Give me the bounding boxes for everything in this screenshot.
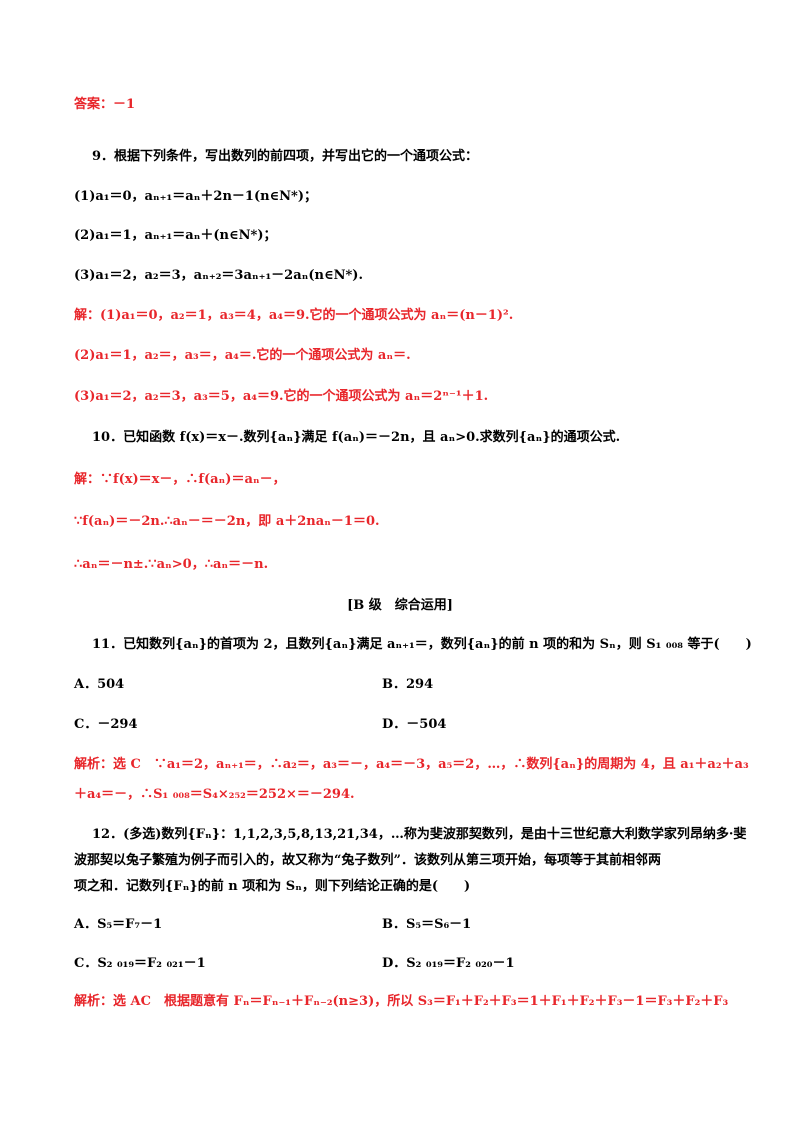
q12-analysis-1: 解析：选 AC 根据题意有 Fₙ＝Fₙ₋₁＋Fₙ₋₂(n≥3)，所以 S₃＝F₁… [74, 994, 729, 1009]
q9-stem: 9．根据下列条件，写出数列的前四项，并写出它的一个通项公式： [92, 149, 479, 164]
prev-answer: 答案：－1 [74, 97, 136, 112]
q10-solution-2: ∵f(aₙ)＝－2n.∴aₙ－＝－2n，即 a＋2naₙ－1＝0. [74, 514, 380, 529]
q11-analysis-2: ＋a₄＝－，∴S₁ ₀₀₈＝S₄×₂₅₂＝252×＝－294. [74, 787, 355, 802]
q9-condition-3: (3)a₁＝2，a₂＝3，aₙ₊₂＝3aₙ₊₁－2aₙ(n∈N*). [74, 268, 363, 283]
q11-analysis-1: 解析：选 C ∵a₁＝2，aₙ₊₁＝，∴a₂＝，a₃＝－，a₄＝－3，a₅＝2，… [74, 757, 749, 772]
q12-option-c: C．S₂ ₀₁₉＝F₂ ₀₂₁－1 [74, 956, 206, 971]
q11-option-b: B．294 [382, 677, 434, 692]
q11-option-a: A．504 [74, 677, 125, 692]
q10-solution-3: ∴aₙ＝－n±.∵aₙ>0，∴aₙ＝－n. [74, 557, 269, 572]
q12-option-a: A．S₅＝F₇－1 [74, 917, 163, 932]
q9-solution-2: (2)a₁＝1，a₂＝，a₃＝，a₄＝.它的一个通项公式为 aₙ＝. [74, 348, 411, 363]
q9-condition-1: (1)a₁＝0，aₙ₊₁＝aₙ＋2n－1(n∈N*)； [74, 189, 318, 204]
q12-option-b: B．S₅＝S₆－1 [382, 917, 472, 932]
q9-condition-2: (2)a₁＝1，aₙ₊₁＝aₙ＋(n∈N*)； [74, 228, 277, 243]
q12-stem-line-2: 波那契以兔子繁殖为例子而引入的，故又称为“兔子数列”．该数列从第三项开始，每项等… [74, 853, 661, 868]
q9-solution-3: (3)a₁＝2，a₂＝3，a₃＝5，a₄＝9.它的一个通项公式为 aₙ＝2ⁿ⁻¹… [74, 389, 489, 404]
section-heading-b: [B 级 综合运用] [347, 598, 453, 613]
q11-stem: 11．已知数列{aₙ}的首项为 2，且数列{aₙ}满足 aₙ₊₁＝，数列{aₙ}… [92, 637, 752, 652]
q10-stem: 10．已知函数 f(x)＝x－.数列{aₙ}满足 f(aₙ)＝－2n，且 aₙ>… [92, 430, 621, 445]
q12-option-d: D．S₂ ₀₁₉＝F₂ ₀₂₀－1 [382, 956, 515, 971]
q10-solution-1: 解：∵f(x)＝x－，∴f(aₙ)＝aₙ－， [74, 472, 286, 487]
q9-solution-1: 解：(1)a₁＝0，a₂＝1，a₃＝4，a₄＝9.它的一个通项公式为 aₙ＝(n… [74, 308, 514, 323]
q12-stem-line-3: 项之和．记数列{Fₙ}的前 n 项和为 Sₙ，则下列结论正确的是( ) [74, 879, 471, 894]
q11-option-c: C．－294 [74, 717, 138, 732]
q12-stem-line-1: 12．(多选)数列{Fₙ}：1,1,2,3,5,8,13,21,34，…称为斐波… [92, 827, 747, 842]
q11-option-d: D．－504 [382, 717, 447, 732]
